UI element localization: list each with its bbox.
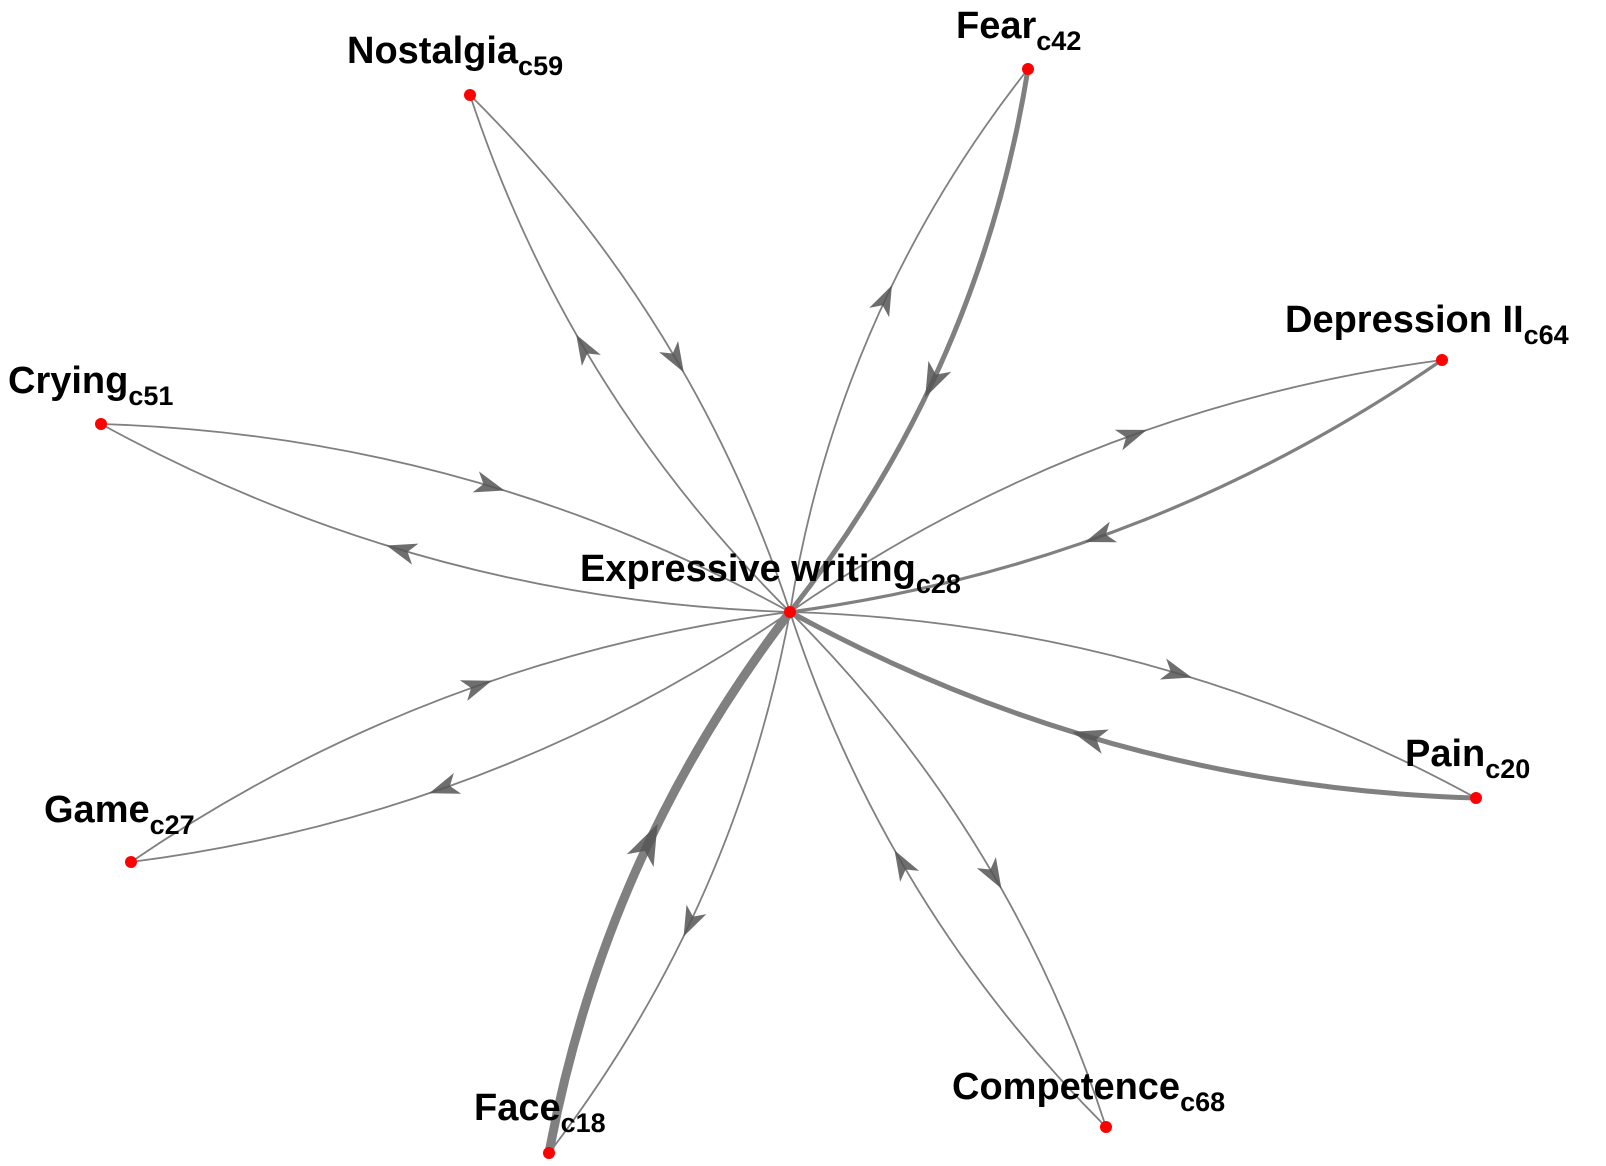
edge-c59-to-c28 — [469, 94, 791, 613]
node-dot-c42[interactable] — [1022, 63, 1034, 75]
node-label-c51: Cryingc51 — [8, 360, 173, 411]
arrowhead-c28-to-c68 — [976, 857, 1002, 889]
edge-c28-to-c68 — [789, 611, 1107, 1128]
node-label-c20: Painc20 — [1405, 733, 1530, 784]
node-dot-c64[interactable] — [1436, 354, 1448, 366]
arrowhead-c28-to-c59 — [576, 334, 601, 367]
node-dot-c68[interactable] — [1100, 1121, 1112, 1133]
arrowhead-c68-to-c28 — [894, 850, 920, 882]
arrowhead-c59-to-c28 — [659, 340, 684, 373]
arrowhead-c28-to-c51 — [386, 543, 419, 565]
arrowhead-c64-to-c28 — [1085, 521, 1118, 543]
arrowhead-c18-to-c28 — [626, 824, 658, 868]
node-label-c27: Gamec27 — [44, 789, 195, 840]
arrowhead-c28-to-c27 — [429, 772, 462, 794]
arrowhead-c20-to-c28 — [1072, 729, 1109, 754]
edge-c28-to-c51 — [100, 423, 791, 613]
arrowhead-c28-to-c20 — [1159, 658, 1192, 680]
arrowhead-c27-to-c28 — [459, 680, 492, 702]
edge-c28-to-c27 — [130, 611, 791, 863]
edge-c27-to-c28 — [130, 611, 791, 863]
node-label-c18: Facec18 — [474, 1087, 606, 1138]
edge-c28-to-c18 — [548, 611, 791, 1154]
node-dot-c51[interactable] — [95, 418, 107, 430]
edge-c51-to-c28 — [100, 423, 791, 613]
node-dot-c28[interactable] — [784, 606, 796, 618]
arrowhead-c51-to-c28 — [472, 471, 505, 493]
node-label-c68: Competencec68 — [952, 1066, 1225, 1117]
edge-c28-to-c64 — [789, 359, 1443, 613]
node-label-c64: Depression IIc64 — [1285, 299, 1569, 350]
node-dot-c27[interactable] — [125, 856, 137, 868]
node-label-c42: Fearc42 — [956, 5, 1081, 56]
arrowhead-c28-to-c42 — [869, 285, 892, 318]
nodes-layer — [95, 63, 1482, 1159]
node-dot-c59[interactable] — [464, 89, 476, 101]
arrowhead-c28-to-c18 — [683, 904, 707, 937]
arrowhead-c28-to-c64 — [1114, 429, 1147, 451]
node-label-c28: Expressive writingc28 — [580, 548, 961, 599]
edge-c64-to-c28 — [788, 358, 1444, 614]
edge-c42-to-c28 — [787, 66, 1031, 615]
edge-c20-to-c28 — [787, 609, 1479, 801]
node-label-c59: Nostalgiac59 — [347, 30, 563, 81]
arrowhead-c42-to-c28 — [925, 360, 952, 398]
edge-c18-to-c28 — [544, 607, 795, 1158]
edges-layer — [100, 66, 1479, 1158]
edge-c28-to-c59 — [469, 94, 791, 613]
edge-c68-to-c28 — [789, 611, 1107, 1128]
edge-c28-to-c42 — [789, 68, 1029, 613]
edge-c28-to-c20 — [789, 611, 1477, 799]
node-dot-c18[interactable] — [543, 1147, 555, 1159]
node-dot-c20[interactable] — [1470, 792, 1482, 804]
